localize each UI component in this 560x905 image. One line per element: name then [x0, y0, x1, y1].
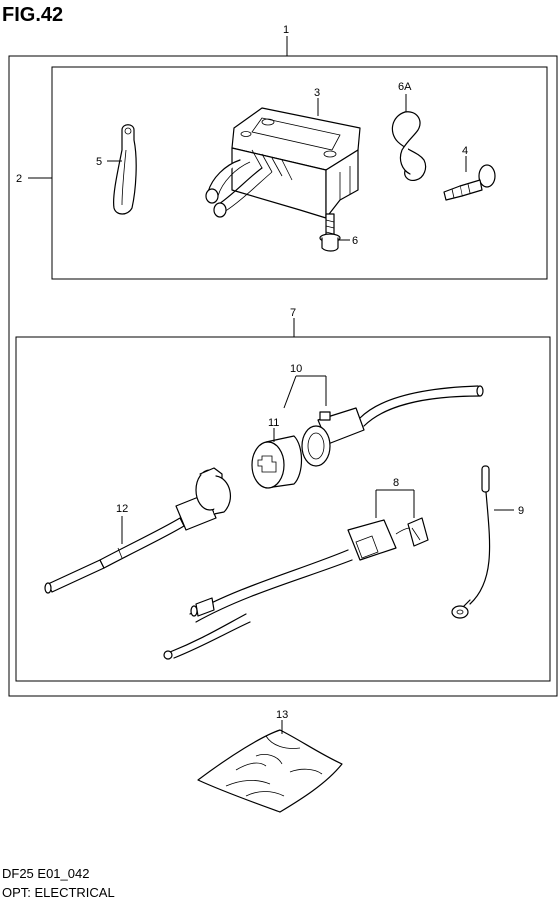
part-10-connector-set[interactable] — [301, 385, 484, 467]
callout-9[interactable]: 9 — [518, 505, 524, 517]
part-13-bag[interactable] — [197, 729, 343, 813]
callout-6a[interactable]: 6A — [398, 81, 412, 93]
callout-6[interactable]: 6 — [352, 235, 358, 247]
part-6a-clip[interactable] — [391, 111, 427, 181]
callout-13[interactable]: 13 — [276, 709, 288, 721]
callout-5[interactable]: 5 — [96, 156, 102, 168]
part-12-cable[interactable] — [44, 467, 232, 594]
part-5-clamp[interactable] — [113, 124, 137, 215]
callout-3[interactable]: 3 — [314, 87, 320, 99]
callout-8[interactable]: 8 — [393, 477, 399, 489]
model-code: DF25 E01_042 — [2, 866, 90, 881]
group-1-frame — [8, 55, 558, 697]
part-6-bolt[interactable] — [319, 213, 341, 252]
part-4-screw[interactable] — [443, 164, 496, 201]
callout-4[interactable]: 4 — [462, 145, 468, 157]
callout-10[interactable]: 10 — [290, 363, 302, 375]
callout-2[interactable]: 2 — [16, 173, 22, 185]
part-9-ground-lead[interactable] — [451, 465, 491, 619]
part-8-fuse-harness[interactable] — [163, 517, 429, 660]
diagram-description: OPT: ELECTRICAL — [2, 885, 115, 900]
figure-title: FIG.42 — [2, 4, 64, 26]
part-3-regulator[interactable] — [205, 107, 361, 219]
callout-1[interactable]: 1 — [283, 24, 289, 36]
callout-12[interactable]: 12 — [116, 503, 128, 515]
part-11-connector[interactable] — [251, 435, 303, 489]
callout-7[interactable]: 7 — [290, 307, 296, 319]
group-2-frame — [51, 66, 548, 280]
callout-11[interactable]: 11 — [268, 417, 279, 429]
group-7-frame — [15, 336, 551, 682]
